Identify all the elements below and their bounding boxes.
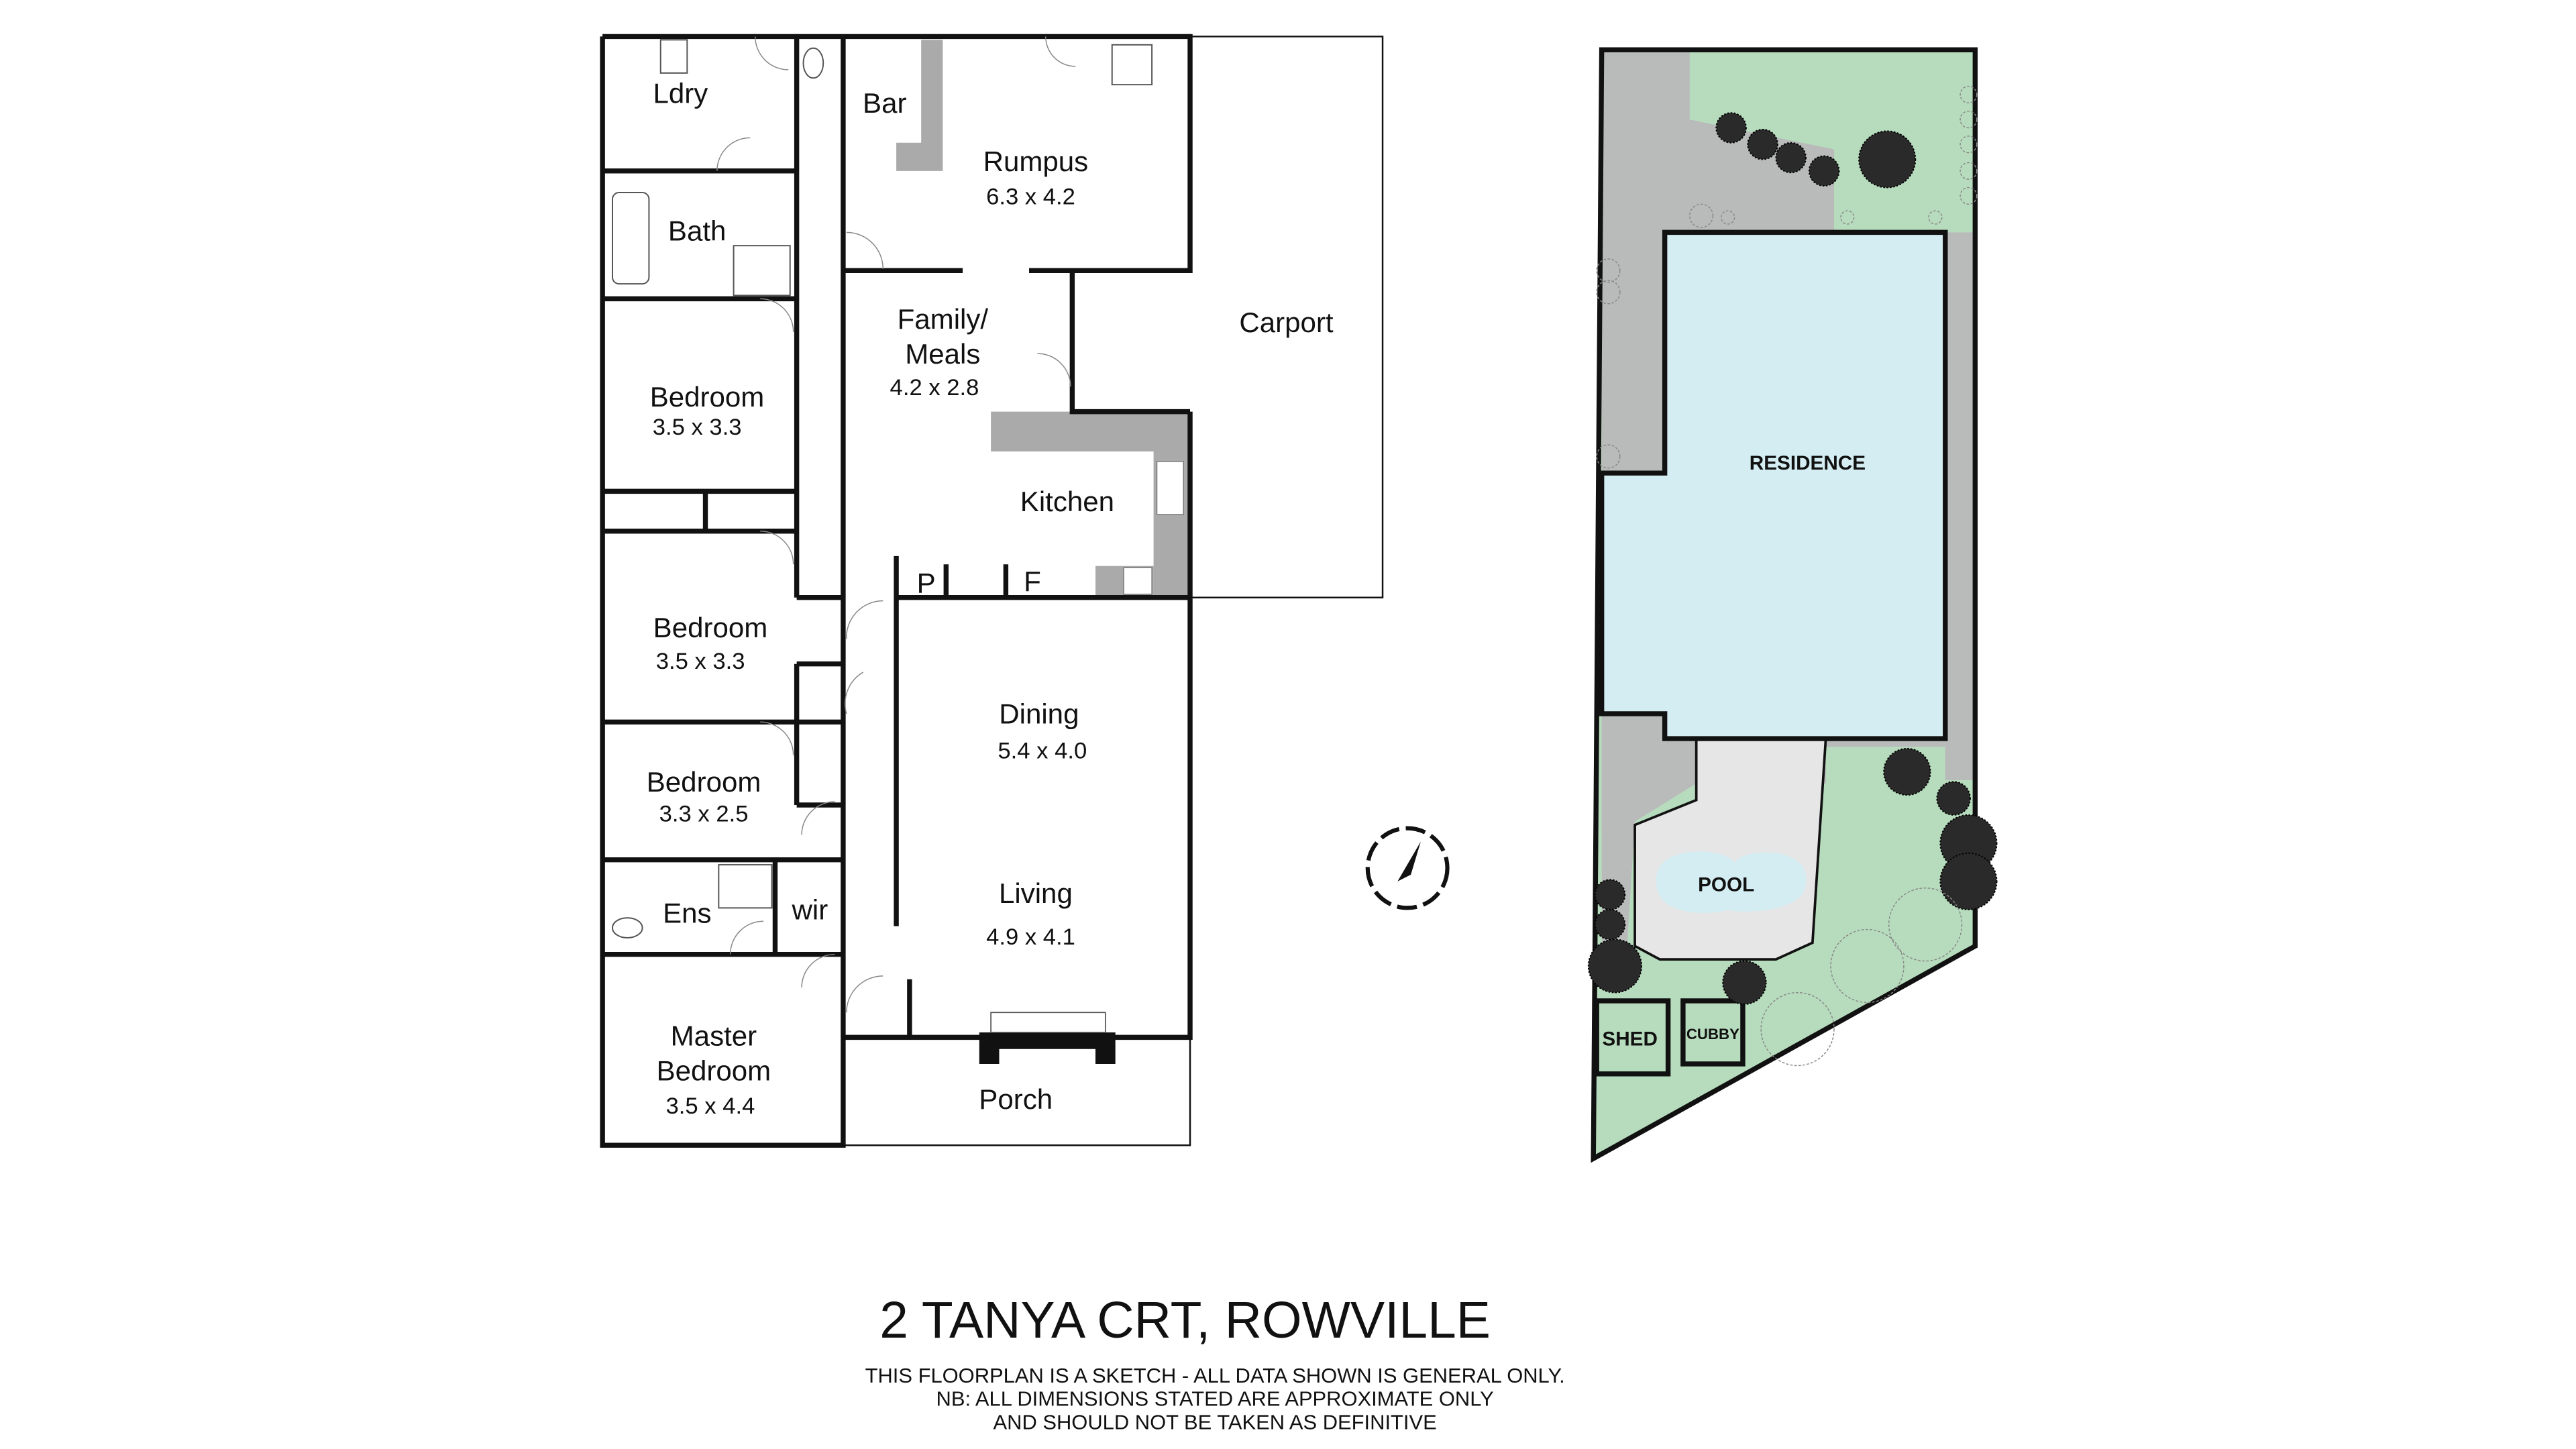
toilet-icon xyxy=(802,47,824,79)
tree-icons xyxy=(1587,112,1998,1005)
left-wing-internal-walls xyxy=(602,36,843,957)
heater-icon xyxy=(1111,44,1153,86)
room-label-bath: Bath xyxy=(668,215,727,247)
disclaimer-line-2: NB: ALL DIMENSIONS STATED ARE APPROXIMAT… xyxy=(936,1387,1494,1411)
room-label-kitchen: Kitchen xyxy=(1020,486,1114,517)
room-label-rumpus: Rumpus xyxy=(983,146,1089,177)
disclaimer-line-1: THIS FLOORPLAN IS A SKETCH - ALL DATA SH… xyxy=(865,1364,1565,1387)
residence-footprint xyxy=(1599,229,1948,741)
room-size-living: 4.9 x 4.1 xyxy=(986,924,1075,950)
room-label-pantry: P xyxy=(917,567,936,598)
room-label-bar: Bar xyxy=(863,87,906,119)
cooktop-icon xyxy=(1123,567,1152,595)
room-label-master-1: Master xyxy=(671,1020,757,1052)
north-arrow-icon xyxy=(1365,826,1450,910)
door-swings xyxy=(716,36,1076,1013)
pool xyxy=(1656,851,1807,914)
bar-counter xyxy=(896,40,943,171)
room-label-dining: Dining xyxy=(999,698,1079,730)
carport-outline xyxy=(1190,36,1384,598)
pool-label: POOL xyxy=(1698,874,1754,896)
room-size-family: 4.2 x 2.8 xyxy=(890,375,979,400)
bathtub-icon xyxy=(612,192,650,285)
side-paving xyxy=(1601,713,1697,955)
room-size-bedroom-3: 3.3 x 2.5 xyxy=(659,802,749,827)
room-label-carport: Carport xyxy=(1239,307,1334,338)
room-label-family-1: Family/ xyxy=(898,303,989,335)
disclaimer-line-3: AND SHOULD NOT BE TAKEN AS DEFINITIVE xyxy=(994,1410,1437,1434)
porch-outline xyxy=(842,1037,1191,1146)
hearth xyxy=(990,1012,1106,1033)
room-size-bedroom-1: 3.5 x 3.3 xyxy=(653,415,742,440)
driveway-paving xyxy=(1601,50,1835,474)
room-size-master: 3.5 x 4.4 xyxy=(666,1093,755,1119)
cubby-label: CUBBY xyxy=(1686,1026,1739,1042)
fireplace-icon xyxy=(979,1032,1116,1064)
property-address-title: 2 TANYA CRT, ROWVILLE xyxy=(879,1292,1491,1349)
room-label-family-2: Meals xyxy=(905,338,980,370)
floor-plan: Ldry Bath Bedroom 3.5 x 3.3 Bedroom 3.5 … xyxy=(600,34,1384,1148)
cubby xyxy=(1680,998,1746,1067)
room-label-ensuite: Ens xyxy=(663,898,711,929)
room-label-bedroom-2: Bedroom xyxy=(653,612,768,643)
room-label-wir: wir xyxy=(792,894,828,926)
room-size-bedroom-2: 3.5 x 3.3 xyxy=(656,649,745,674)
room-label-fridge: F xyxy=(1024,566,1041,597)
room-size-dining: 5.4 x 4.0 xyxy=(998,739,1087,764)
laundry-tub-icon xyxy=(659,39,688,74)
room-label-master-2: Bedroom xyxy=(657,1055,771,1087)
property-boundary xyxy=(1591,47,1978,1163)
room-label-porch: Porch xyxy=(979,1083,1053,1115)
site-plan: RESIDENCE POOL SHED CUBBY xyxy=(1587,47,1998,1163)
kitchen-bench xyxy=(991,411,1191,451)
side-path-paving xyxy=(1945,232,1976,780)
room-size-rumpus: 6.3 x 4.2 xyxy=(986,184,1075,209)
room-label-laundry: Ldry xyxy=(653,77,708,109)
residence-label: RESIDENCE xyxy=(1750,452,1866,474)
ensuite-shower-icon xyxy=(718,864,773,909)
footer: 2 TANYA CRT, ROWVILLE THIS FLOORPLAN IS … xyxy=(865,1292,1565,1434)
left-wing-walls xyxy=(600,34,846,1148)
sink-icon xyxy=(1156,461,1184,515)
shower-icon xyxy=(733,245,791,297)
room-label-bedroom-3: Bedroom xyxy=(647,766,761,798)
room-label-living: Living xyxy=(999,877,1073,909)
shrub-icons xyxy=(1596,85,1978,1067)
toilet-icon xyxy=(612,917,643,938)
room-label-bedroom-1: Bedroom xyxy=(650,381,765,413)
shed-label: SHED xyxy=(1602,1028,1657,1051)
shed xyxy=(1594,998,1671,1077)
